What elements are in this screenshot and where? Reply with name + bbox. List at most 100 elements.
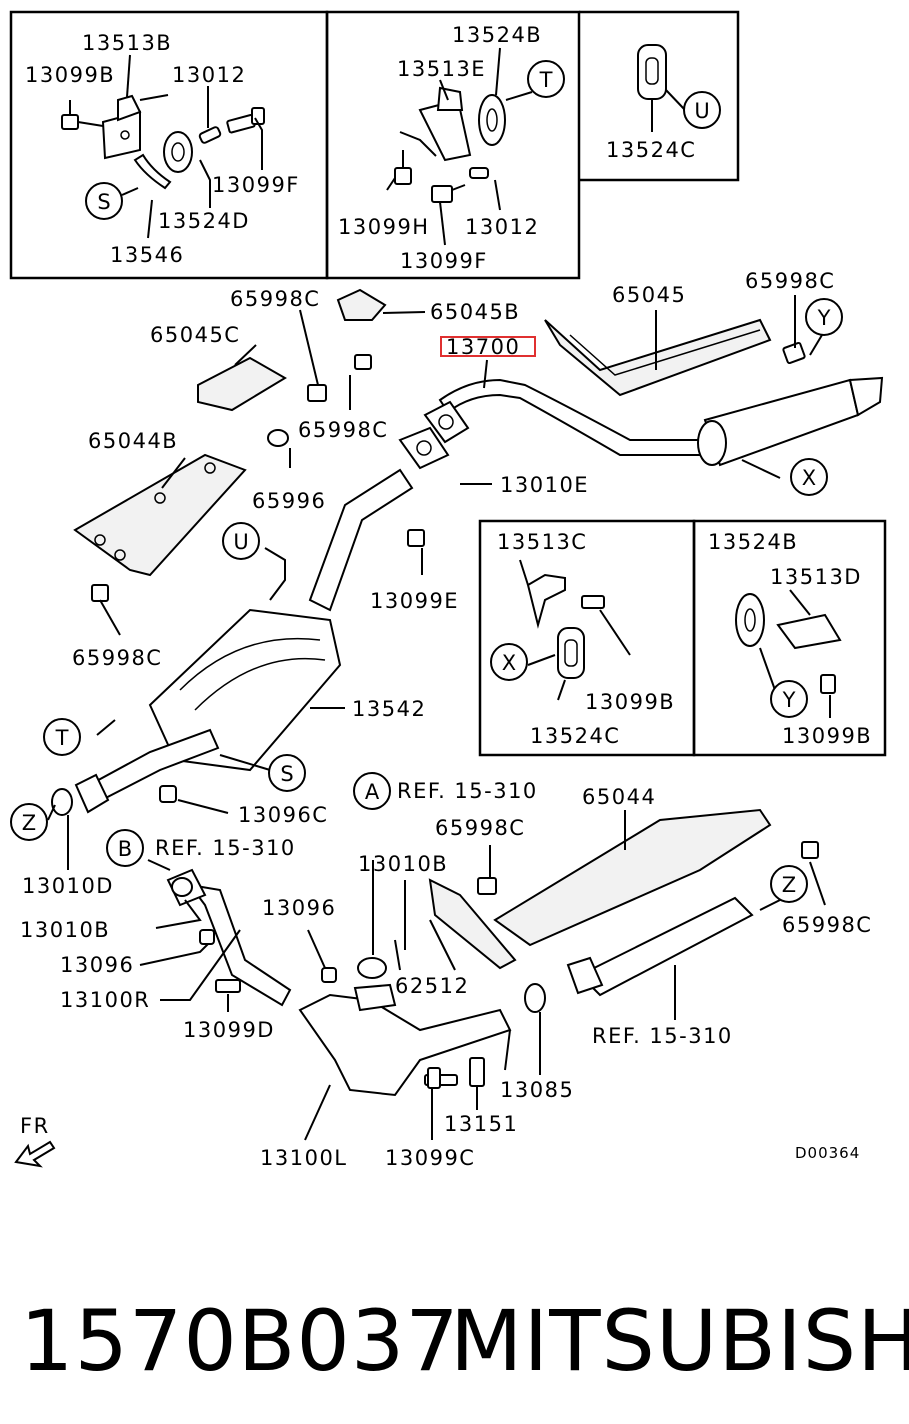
callout-t-main: T [43, 718, 81, 756]
bolt-13099d [215, 979, 241, 993]
detail-box-top-right [579, 10, 740, 182]
label-13524c-top: 13524C [606, 138, 696, 162]
heat-shield-65044 [493, 808, 772, 947]
flange-13542 [74, 773, 110, 814]
pin-13012-a [198, 126, 222, 144]
label-13513d: 13513D [770, 565, 862, 589]
callout-x-main: X [790, 458, 828, 496]
gasket-13085 [524, 983, 546, 1013]
label-65998c-e: 65998C [435, 816, 525, 840]
bracket-62512 [428, 878, 517, 970]
front-arrow-icon [14, 1140, 56, 1168]
label-13012-b: 13012 [465, 215, 539, 239]
label-ref-b: REF. 15-310 [155, 836, 296, 860]
heat-shield-13546 [133, 153, 172, 190]
rubber-hanger-13524b-top [478, 94, 506, 146]
svg-text:X: X [802, 466, 816, 490]
label-13513e: 13513E [397, 57, 486, 81]
label-13542: 13542 [352, 697, 426, 721]
bolt-65998c-a [307, 384, 327, 402]
label-13099f-b: 13099F [400, 249, 488, 273]
bolt-13099f-b [431, 184, 466, 203]
label-13524b-top: 13524B [452, 23, 542, 47]
label-13010e: 13010E [500, 473, 589, 497]
svg-text:Z: Z [782, 873, 796, 897]
label-13099f-a: 13099F [212, 173, 300, 197]
nut-13096-b [321, 967, 337, 983]
flange-13700 [423, 400, 470, 444]
label-13099d: 13099D [183, 1018, 275, 1042]
callout-y-box: Y [770, 680, 808, 718]
hanger-bracket-13513d [776, 613, 842, 650]
bolt-65998c-c [354, 354, 372, 370]
label-13010b-b: 13010B [358, 852, 448, 876]
label-13096c: 13096C [238, 803, 328, 827]
gasket-13010d [51, 788, 73, 816]
bolt-13099c [424, 1067, 458, 1089]
label-13012-a: 13012 [172, 63, 246, 87]
label-13085: 13085 [500, 1078, 574, 1102]
callout-s-top: S [85, 182, 123, 220]
label-13100r: 13100R [60, 988, 150, 1012]
tail-pipe-13700 [438, 378, 721, 456]
leaders-top-middle [386, 47, 533, 246]
svg-text:B: B [118, 837, 132, 861]
label-13524c-mid: 13524C [530, 724, 620, 748]
bolt-65998c-f [801, 841, 819, 859]
label-13099b-right: 13099B [782, 724, 872, 748]
bolt-65998c-b [782, 341, 806, 365]
label-65045: 65045 [612, 283, 686, 307]
label-65044b: 65044B [88, 429, 178, 453]
bracket-65045b [336, 288, 387, 321]
hanger-bracket-13513e [418, 86, 472, 162]
callout-z-right: Z [770, 865, 808, 903]
label-ref-c: REF. 15-310 [592, 1024, 733, 1048]
svg-text:U: U [694, 99, 709, 123]
label-13700: 13700 [446, 335, 520, 359]
label-65998c-c: 65998C [298, 418, 388, 442]
label-13100l: 13100L [260, 1146, 348, 1170]
label-13099b-mid: 13099B [585, 690, 675, 714]
bolt-13099b-right [820, 674, 836, 694]
nut-13096c [159, 785, 177, 803]
hanger-bracket-13513b [101, 94, 169, 160]
bolt-13099e [407, 529, 425, 547]
front-pipe-13100r [187, 883, 292, 1007]
heat-shield-65045 [544, 318, 772, 397]
svg-text:X: X [502, 651, 516, 675]
label-65998c-a: 65998C [230, 287, 320, 311]
svg-text:T: T [539, 68, 553, 92]
callout-t-top: T [527, 60, 565, 98]
drawing-code: D00364 [795, 1144, 860, 1162]
front-pipe-cat-13542 [308, 468, 414, 612]
svg-text:Y: Y [817, 306, 831, 330]
label-13513c: 13513C [497, 530, 587, 554]
rear-muffler-13700 [697, 376, 884, 467]
detail-box-mid-right [692, 519, 887, 757]
gasket-13010e [398, 426, 450, 470]
callout-z-left: Z [10, 803, 48, 841]
label-13524b-mid: 13524B [708, 530, 798, 554]
label-13546: 13546 [110, 243, 184, 267]
rubber-hanger-13524d [163, 131, 193, 173]
svg-text:S: S [97, 190, 110, 214]
rubber-hanger-13524b-mid [735, 593, 765, 647]
label-fr: FR [20, 1114, 50, 1138]
label-65045b: 65045B [430, 300, 520, 324]
svg-text:A: A [365, 780, 380, 804]
callout-a: A [353, 772, 391, 810]
grommet-65996 [267, 429, 289, 447]
spring-13151 [469, 1057, 485, 1087]
label-ref-a: REF. 15-310 [397, 779, 538, 803]
label-65998c-f: 65998C [782, 913, 872, 937]
leaders-main [47, 295, 831, 1141]
label-13151: 13151 [444, 1112, 518, 1136]
heat-shield-65044b [73, 453, 247, 577]
flange-13100l [353, 983, 397, 1012]
part-labels: 13513B 13099B 13012 13099F 13524D 13546 … [20, 23, 872, 1170]
label-13099c: 13099C [385, 1146, 475, 1170]
callout-x-box: X [490, 643, 528, 681]
bolt-13099f-a [226, 107, 265, 134]
brand-name: MITSUBISHI [450, 1292, 909, 1390]
